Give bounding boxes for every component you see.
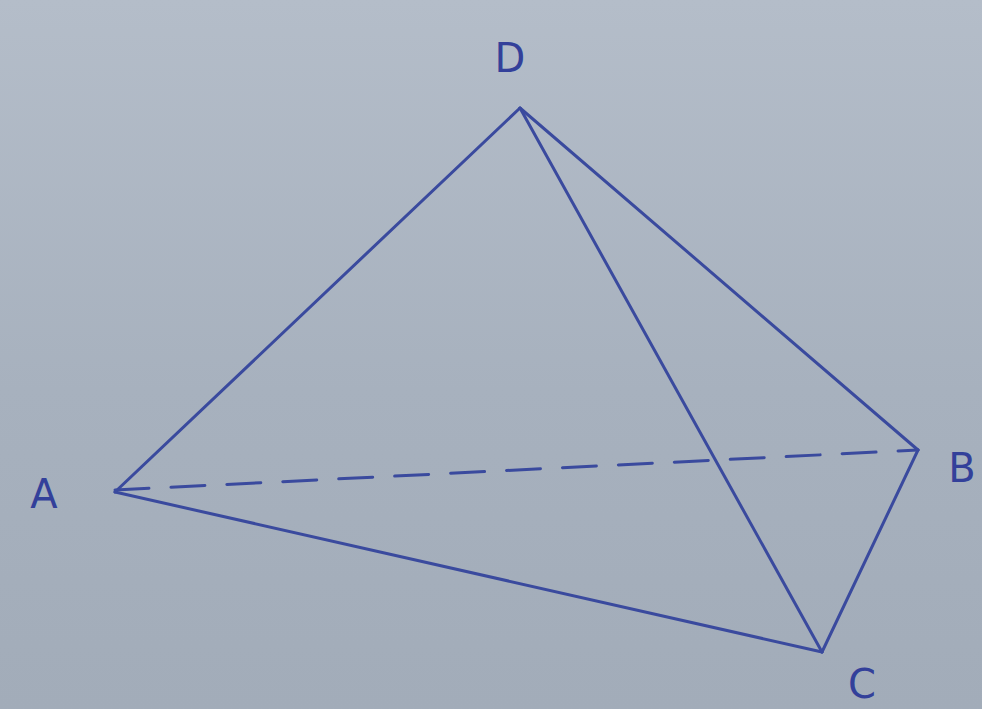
vertex-label: C [848,664,876,704]
edge-line [520,108,918,450]
edge-line [115,492,822,652]
edge-line [822,450,918,652]
vertex-label: A [30,474,57,514]
hidden-edge-line [115,450,918,490]
vertex-label: B [948,448,975,488]
edge-line [115,108,520,492]
edge-line [520,108,822,652]
vertex-label: D [495,38,526,78]
